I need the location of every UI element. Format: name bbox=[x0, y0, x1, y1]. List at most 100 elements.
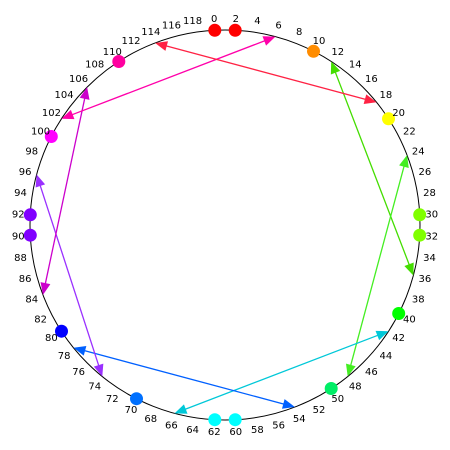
arrowhead bbox=[174, 404, 188, 414]
tick-label-88: 88 bbox=[14, 253, 27, 264]
arrow-line bbox=[43, 94, 87, 288]
tick-label-74: 74 bbox=[88, 381, 101, 392]
tick-label-114: 114 bbox=[141, 27, 160, 38]
tick-label-56: 56 bbox=[272, 420, 285, 431]
tick-label-100: 100 bbox=[31, 127, 50, 138]
tick-label-22: 22 bbox=[403, 127, 416, 138]
tick-label-84: 84 bbox=[25, 295, 38, 306]
tick-label-112: 112 bbox=[121, 36, 140, 47]
arrow-114-18 bbox=[155, 41, 377, 105]
arrowhead bbox=[155, 41, 169, 51]
tick-label-52: 52 bbox=[313, 405, 326, 416]
tick-label-8: 8 bbox=[296, 27, 302, 38]
tick-label-80: 80 bbox=[45, 333, 58, 344]
tick-label-68: 68 bbox=[144, 414, 157, 425]
tick-label-98: 98 bbox=[25, 146, 38, 157]
tick-label-82: 82 bbox=[34, 315, 47, 326]
arrow-line bbox=[81, 349, 288, 406]
arrowhead bbox=[61, 109, 75, 120]
tick-label-72: 72 bbox=[106, 394, 119, 405]
arrow-line bbox=[68, 38, 269, 117]
tick-label-92: 92 bbox=[12, 210, 25, 221]
node-62 bbox=[208, 413, 222, 427]
arrowhead bbox=[35, 174, 46, 188]
arrow-42-66 bbox=[174, 330, 389, 414]
arrowhead bbox=[330, 61, 341, 75]
tick-label-94: 94 bbox=[14, 188, 27, 199]
node-20 bbox=[382, 112, 395, 126]
tick-label-10: 10 bbox=[313, 36, 326, 47]
tick-label-34: 34 bbox=[423, 253, 436, 264]
tick-label-16: 16 bbox=[365, 74, 378, 85]
tick-label-54: 54 bbox=[293, 414, 306, 425]
outer-circle bbox=[29, 29, 421, 421]
tick-label-4: 4 bbox=[254, 16, 260, 27]
tick-label-108: 108 bbox=[85, 60, 104, 71]
arrowhead bbox=[363, 94, 377, 105]
arrows-layer bbox=[35, 36, 414, 414]
tick-label-110: 110 bbox=[103, 47, 122, 58]
node-32 bbox=[413, 228, 427, 242]
node-70 bbox=[130, 392, 143, 406]
arrow-54-78 bbox=[73, 345, 295, 409]
arrow-24-48 bbox=[345, 155, 409, 377]
tick-label-48: 48 bbox=[349, 381, 362, 392]
tick-label-32: 32 bbox=[425, 231, 438, 242]
arrowhead bbox=[399, 155, 409, 169]
tick-label-60: 60 bbox=[229, 427, 242, 438]
node-50 bbox=[324, 382, 338, 395]
arrowhead bbox=[93, 363, 104, 377]
arrow-line bbox=[38, 181, 101, 370]
tick-label-20: 20 bbox=[392, 108, 405, 119]
tick-label-96: 96 bbox=[19, 167, 32, 178]
node-60 bbox=[228, 413, 242, 427]
tick-label-44: 44 bbox=[380, 351, 393, 362]
tick-label-70: 70 bbox=[125, 405, 138, 416]
node-2 bbox=[228, 23, 242, 37]
tick-label-26: 26 bbox=[419, 167, 432, 178]
node-30 bbox=[413, 208, 427, 222]
tick-label-50: 50 bbox=[331, 394, 344, 405]
arrow-74-96 bbox=[35, 174, 104, 377]
arrowhead bbox=[79, 87, 90, 100]
tick-label-42: 42 bbox=[392, 333, 405, 344]
arrowhead bbox=[281, 399, 295, 409]
tick-label-62: 62 bbox=[208, 427, 221, 438]
tick-label-86: 86 bbox=[19, 274, 32, 285]
node-92 bbox=[23, 208, 37, 222]
arrow-12-36 bbox=[330, 61, 414, 276]
arrowhead bbox=[375, 330, 389, 341]
tick-label-2: 2 bbox=[233, 14, 239, 25]
tick-label-46: 46 bbox=[365, 367, 378, 378]
tick-label-0: 0 bbox=[211, 14, 217, 25]
tick-label-78: 78 bbox=[58, 351, 71, 362]
arrowhead bbox=[404, 262, 414, 276]
tick-label-24: 24 bbox=[412, 146, 425, 157]
tick-label-40: 40 bbox=[403, 315, 416, 326]
arrow-line bbox=[162, 44, 369, 101]
tick-label-102: 102 bbox=[42, 108, 61, 119]
tick-label-38: 38 bbox=[412, 295, 425, 306]
arrow-line bbox=[349, 162, 406, 369]
nodes-layer bbox=[23, 23, 427, 427]
tick-label-58: 58 bbox=[251, 425, 264, 436]
arrowhead bbox=[262, 36, 276, 46]
tick-label-106: 106 bbox=[69, 74, 88, 85]
node-100 bbox=[44, 130, 58, 143]
arrow-line bbox=[333, 68, 412, 269]
arrowhead bbox=[73, 345, 87, 356]
tick-label-64: 64 bbox=[186, 425, 199, 436]
node-90 bbox=[23, 228, 37, 242]
node-0 bbox=[208, 23, 222, 37]
arrowhead bbox=[345, 363, 356, 377]
node-80 bbox=[55, 324, 68, 338]
tick-label-14: 14 bbox=[349, 60, 362, 71]
tick-label-12: 12 bbox=[331, 47, 344, 58]
arrow-84-106 bbox=[40, 87, 90, 295]
tick-label-90: 90 bbox=[12, 231, 25, 242]
node-110 bbox=[112, 55, 126, 68]
tick-label-18: 18 bbox=[380, 90, 393, 101]
tick-label-104: 104 bbox=[55, 90, 74, 101]
